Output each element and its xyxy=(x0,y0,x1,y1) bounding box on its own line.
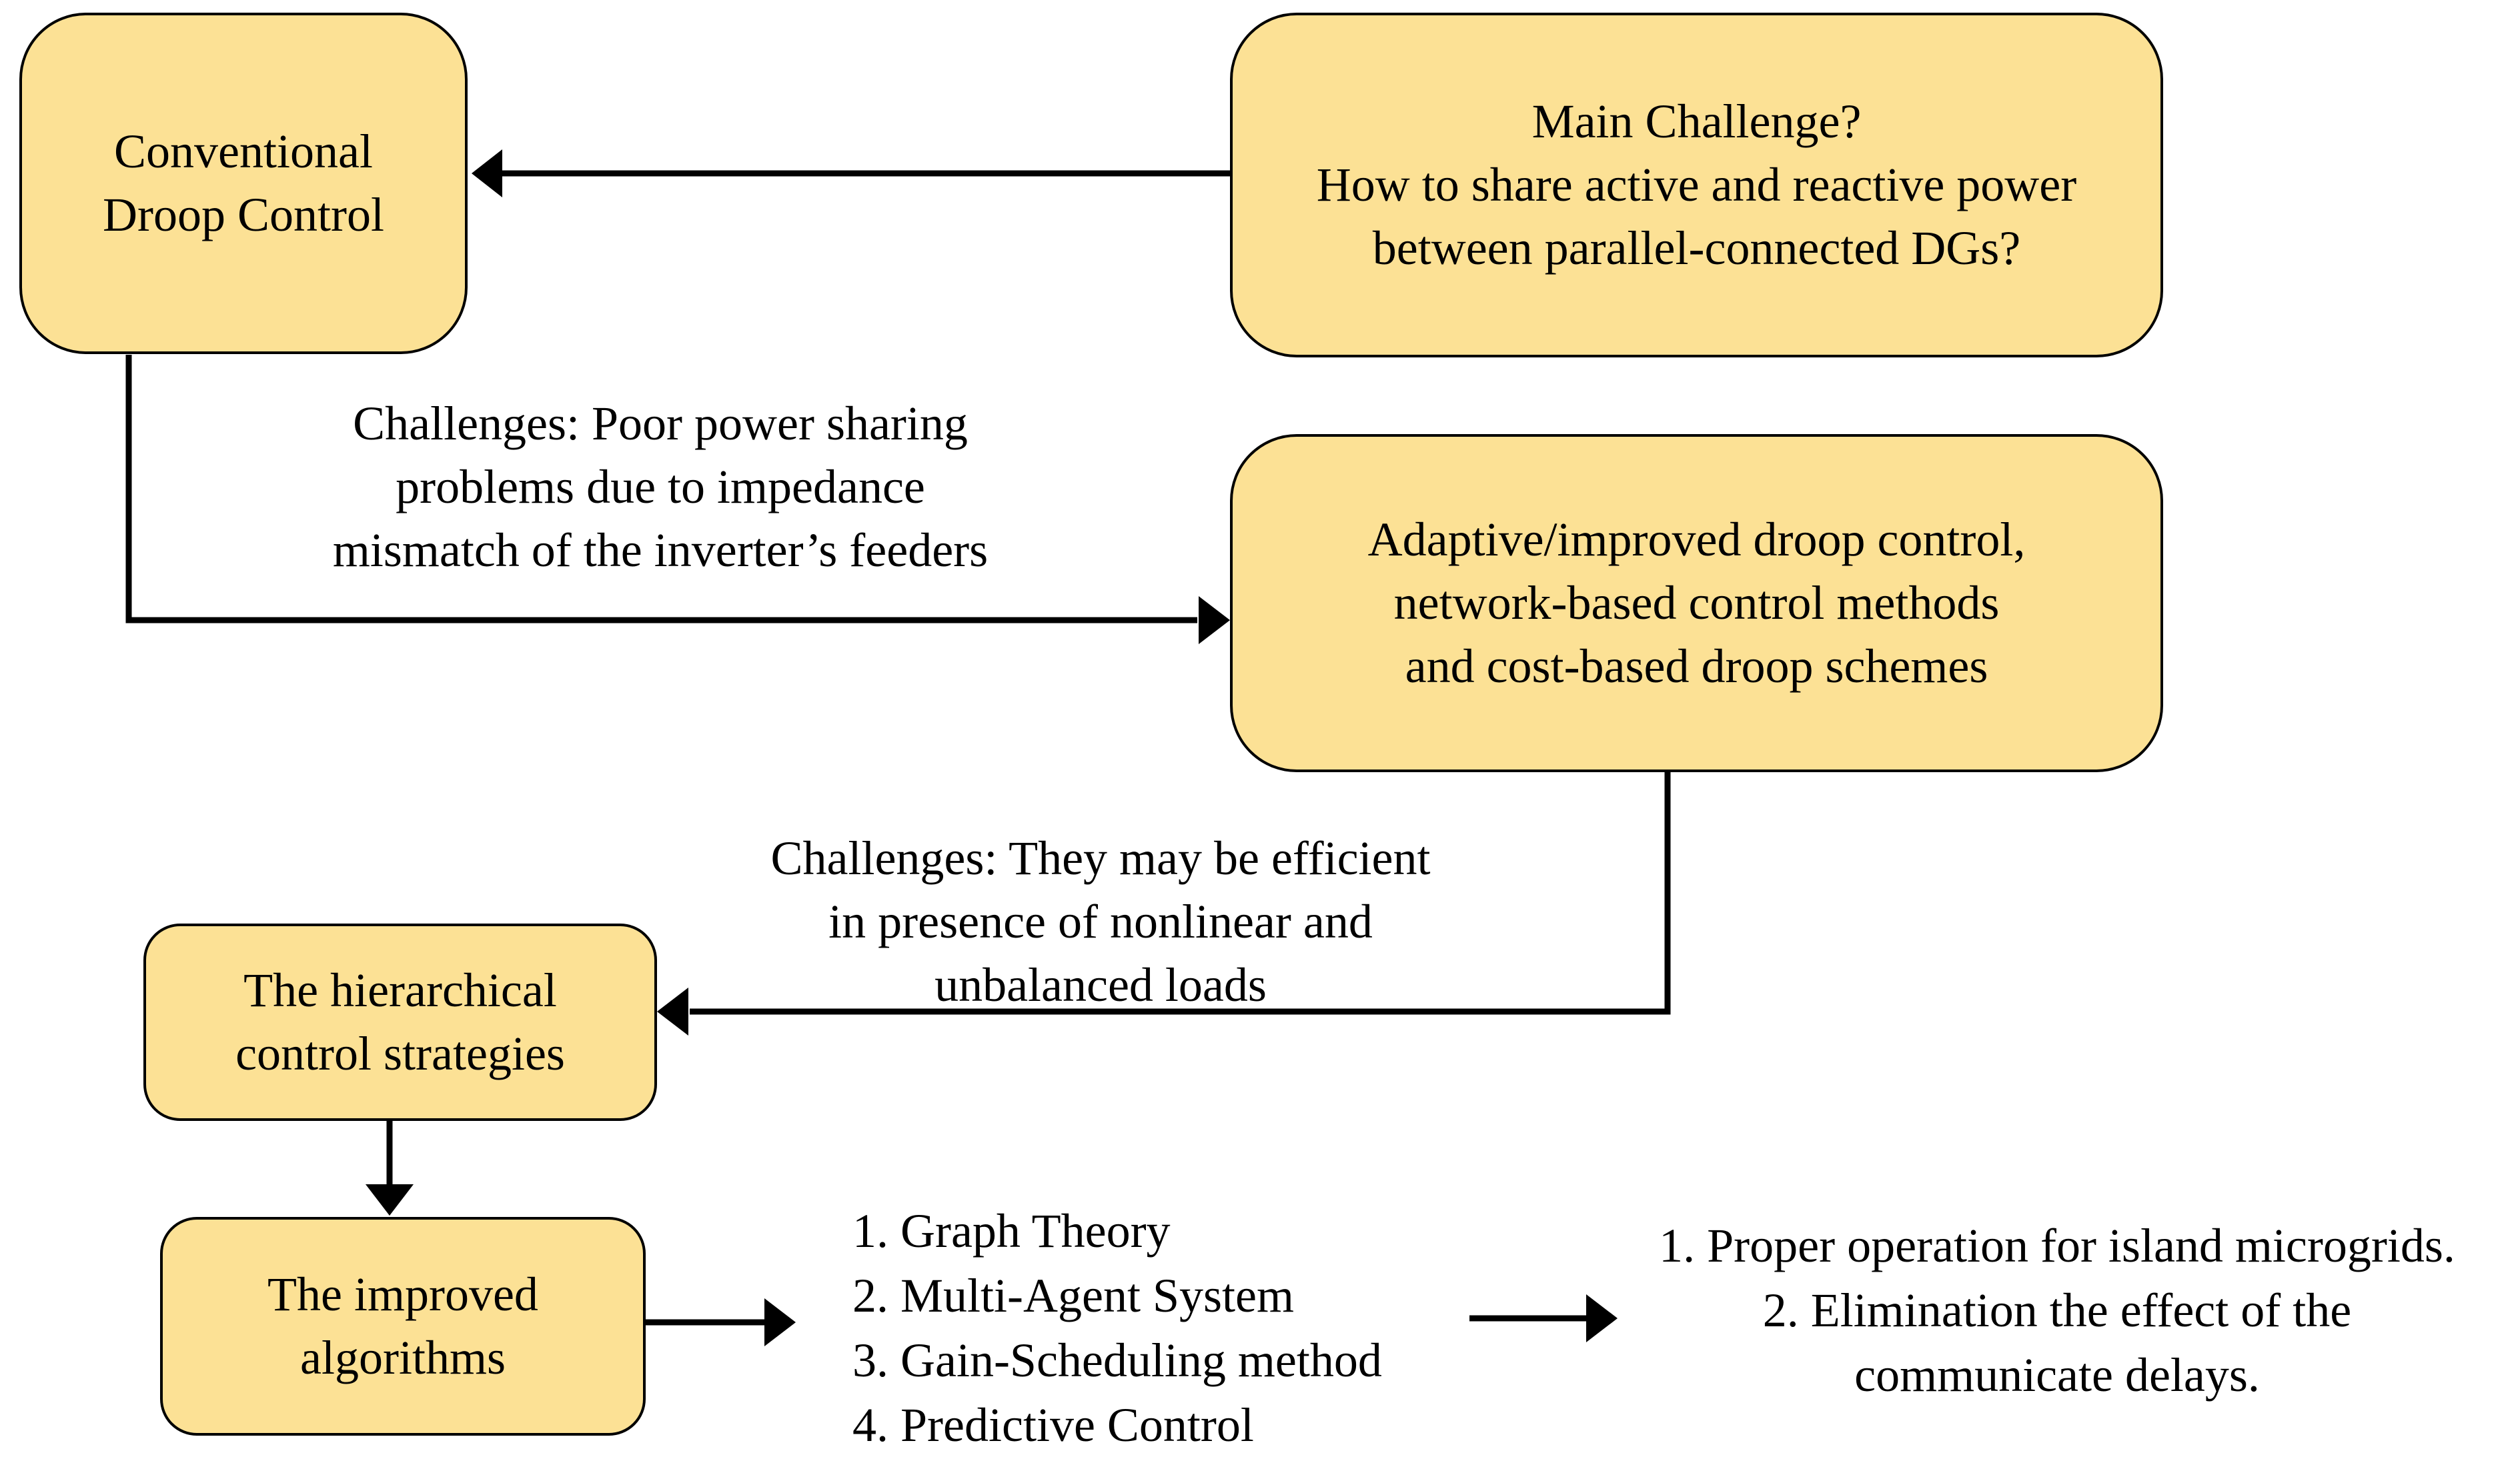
annotation-challenge-nonlinear-loads: Challenges: They may be efficient in pre… xyxy=(770,832,1431,1012)
arrow-main-challenge-to-conventional xyxy=(472,149,1230,197)
box-hierarchical-control: The hierarchical control strategies xyxy=(143,924,657,1121)
box-hierarchical-control-label: The hierarchical control strategies xyxy=(235,964,565,1080)
annotation-challenge-poor-power-sharing: Challenges: Poor power sharing problems … xyxy=(332,397,989,577)
box-adaptive-improved-droop-label: Adaptive/improved droop control, network… xyxy=(1367,513,2026,693)
arrow-hierarchical-to-improved xyxy=(366,1120,414,1216)
list-improved-algorithms: 1. Graph Theory 2. Multi-Agent System 3.… xyxy=(852,1199,1466,1458)
list-item-multi-agent-system: 2. Multi-Agent System xyxy=(852,1269,1294,1322)
box-improved-algorithms-label: The improved algorithms xyxy=(267,1268,538,1384)
list-item-proper-operation: 1. Proper operation for island microgrid… xyxy=(1659,1219,2455,1272)
box-improved-algorithms: The improved algorithms xyxy=(160,1217,646,1436)
box-conventional-droop-control: Conventional Droop Control xyxy=(19,13,468,354)
list-item-predictive-control: 4. Predictive Control xyxy=(852,1398,1254,1452)
box-main-challenge: Main Challenge? How to share active and … xyxy=(1230,13,2163,357)
box-main-challenge-label: Main Challenge? How to share active and … xyxy=(1316,95,2077,275)
list-item-gain-scheduling: 3. Gain-Scheduling method xyxy=(852,1334,1382,1387)
box-adaptive-improved-droop: Adaptive/improved droop control, network… xyxy=(1230,434,2163,772)
list-item-elimination-delays: 2. Elimination the effect of the communi… xyxy=(1762,1284,2352,1402)
list-item-graph-theory: 1. Graph Theory xyxy=(852,1204,1171,1258)
box-conventional-droop-control-label: Conventional Droop Control xyxy=(103,125,384,241)
list-outcomes: 1. Proper operation for island microgrid… xyxy=(1594,1214,2520,1408)
arrow-improved-to-algorithm-list xyxy=(646,1298,796,1346)
